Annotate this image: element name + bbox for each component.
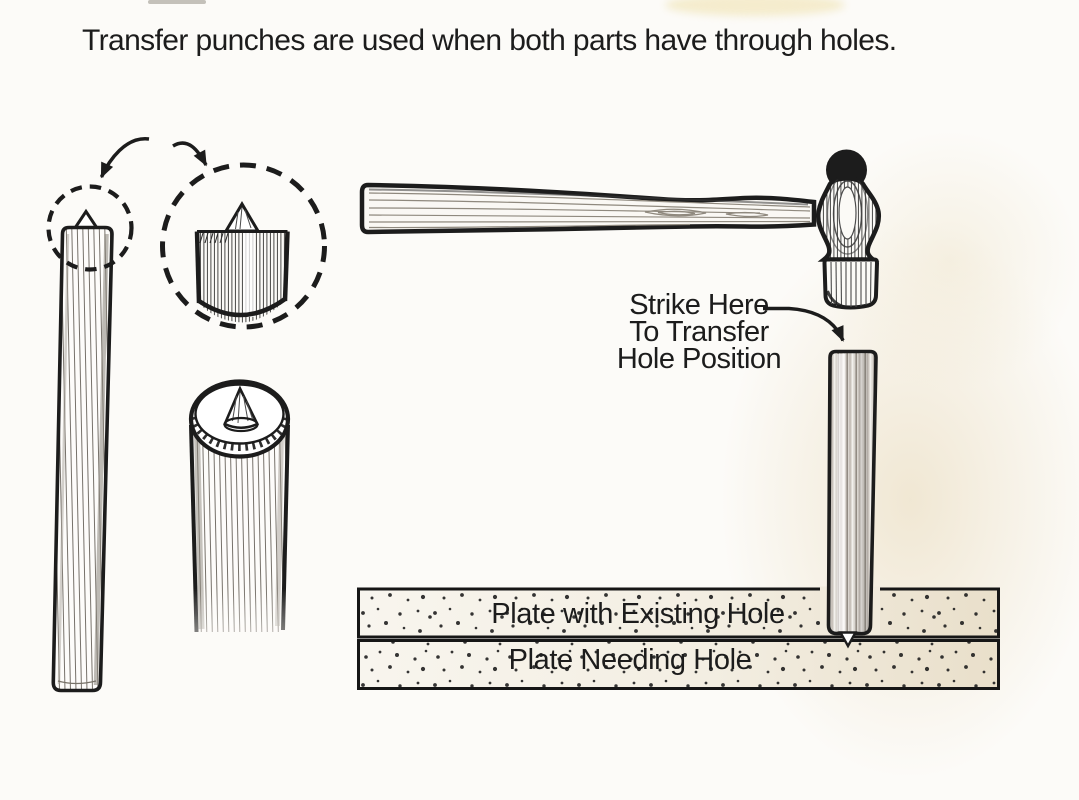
plate-with-existing-hole (357, 587, 1000, 639)
strike-annotation: Strike Here To Transfer Hole Position (598, 289, 800, 375)
transfer-punch-in-hole (826, 349, 878, 649)
strike-annotation-line-3: Hole Position (616, 343, 782, 375)
tip-detail-circle-small (46, 184, 134, 272)
transfer-punch-side-view (51, 208, 114, 693)
transfer-punch-3d-view (188, 379, 291, 633)
hammer-handle (359, 182, 817, 235)
ball-peen-hammer (359, 149, 882, 310)
hammer-head (815, 149, 882, 310)
plate-needing-hole (357, 639, 1000, 690)
arrow-to-large-circle (172, 141, 208, 167)
plate-bottom-label: Plate Needing Hole (508, 644, 752, 676)
strike-annotation-line-1: Strike Here (629, 289, 769, 321)
plates (357, 586, 1000, 690)
page-caption: Transfer punches are used when both part… (82, 24, 897, 57)
punch-tip (838, 631, 858, 649)
tip-detail-circle-magnified (160, 162, 327, 330)
arrow-to-small-circle (99, 137, 150, 179)
magnifier-arrows (99, 137, 208, 179)
plate-top-label: Plate with Existing Hole (491, 598, 785, 630)
strike-annotation-line-2: To Transfer (629, 316, 769, 348)
strike-arrow (763, 306, 845, 342)
